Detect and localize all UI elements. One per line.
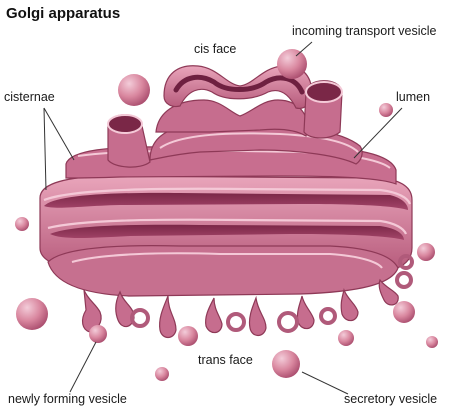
label-cisternae: cisternae xyxy=(4,90,55,104)
tubule-left xyxy=(107,114,151,168)
cisterna-trans xyxy=(47,245,399,297)
vesicles xyxy=(15,49,438,381)
trans-tubule-network xyxy=(81,278,399,339)
label-lumen: lumen xyxy=(396,90,431,104)
leader-lines xyxy=(43,41,403,395)
cisterna-lumen-2 xyxy=(50,224,404,240)
secretory-vesicle-shape xyxy=(272,350,300,378)
label-trans-face: trans face xyxy=(198,353,253,367)
tubule-right xyxy=(303,80,343,139)
label-newly-forming-vesicle: newly forming vesicle xyxy=(8,392,127,406)
label-cis-face: cis face xyxy=(194,42,237,56)
cisterna-upper-1 xyxy=(155,99,309,137)
cisterna-lumen-1 xyxy=(44,192,408,210)
ring-vesicles xyxy=(130,254,414,333)
incoming-transport-vesicle-shape xyxy=(277,49,307,79)
label-secretory-vesicle: secretory vesicle xyxy=(344,392,438,406)
diagram-title: Golgi apparatus xyxy=(6,5,121,22)
label-incoming-transport-vesicle: incoming transport vesicle xyxy=(292,24,437,38)
